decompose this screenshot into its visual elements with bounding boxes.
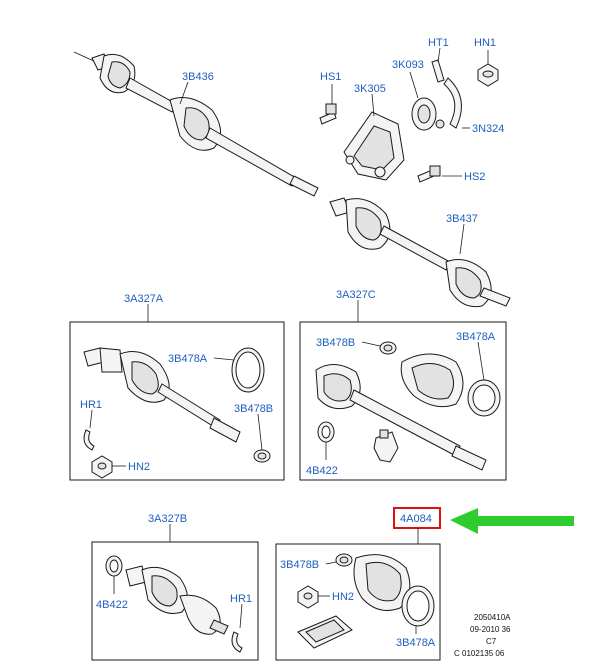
clip-3b478b-a: [253, 449, 271, 463]
boot-3a327c: [400, 353, 464, 408]
label-ht1: HT1: [428, 37, 449, 49]
bolt-hs1: [319, 103, 337, 125]
bearing-3k093: [411, 97, 437, 131]
label-hn2-k: HN2: [332, 591, 354, 603]
bracket-3k305: [343, 111, 405, 181]
label-hs1: HS1: [320, 71, 341, 83]
label-3k305: 3K305: [354, 83, 386, 95]
label-hr1-b: HR1: [230, 593, 252, 605]
footer-line-1: 2050410A: [474, 613, 511, 622]
footer-line-3: C7: [486, 637, 497, 646]
label-3b478b-a: 3B478B: [234, 403, 273, 415]
highlight-box-4a084: [393, 507, 441, 529]
label-3b478b-c: 3B478B: [316, 337, 355, 349]
box-3a327b: [91, 541, 259, 661]
boot-4a084: [353, 554, 411, 611]
label-3b436: 3B436: [182, 71, 214, 83]
nut-hn2-k: [297, 585, 319, 609]
footer-line-4: C 0102135 06: [454, 649, 505, 658]
label-3n324: 3N324: [472, 123, 504, 135]
strap-3n324: [435, 77, 462, 129]
clip-3b478b-k: [335, 553, 353, 567]
label-3b478a-a: 3B478A: [168, 353, 208, 365]
label-3b478a-c: 3B478A: [456, 331, 496, 343]
joint-3a327a: [83, 347, 241, 443]
joint-3a327c: [315, 364, 487, 471]
ring-4b422-c: [317, 421, 335, 443]
nut-hn1: [477, 63, 499, 87]
bolt-hs2: [417, 165, 441, 183]
clip-3b478b-c: [379, 341, 397, 355]
halfshaft-3b437: [329, 197, 511, 308]
label-4b422-c: 4B422: [306, 465, 338, 477]
nut-hn2-a: [91, 455, 113, 479]
label-hr1-a: HR1: [80, 399, 102, 411]
label-hn1-top: HN1: [474, 37, 496, 49]
label-3a327a: 3A327A: [124, 293, 164, 305]
label-4a084: 4A084: [400, 513, 432, 525]
label-4b422-b: 4B422: [96, 599, 128, 611]
box-3a327c: [299, 321, 507, 481]
label-3b478a-k: 3B478A: [396, 637, 436, 649]
label-3a327b: 3A327B: [148, 513, 187, 525]
grease-nipple-c: [373, 429, 399, 463]
clip-3b478a-k: [401, 585, 435, 627]
footer-line-2: 09-2010 36: [470, 625, 511, 634]
label-3a327c: 3A327C: [336, 289, 376, 301]
ring-4b422-b: [105, 555, 123, 577]
ring-hr1-a: [83, 429, 95, 451]
clip-3b478a-a: [231, 347, 265, 393]
stud-ht1: [431, 59, 445, 83]
box-3a327a: [69, 321, 285, 481]
label-hn2-a: HN2: [128, 461, 150, 473]
box-4a084: [275, 543, 441, 661]
pointer-arrow: [450, 508, 574, 534]
grease-sachet-k: [297, 615, 353, 649]
clip-3b478a-c: [467, 379, 501, 417]
halfshaft-3b436: [73, 51, 319, 197]
joint-3a327b: [125, 565, 229, 635]
label-3b437: 3B437: [446, 213, 478, 225]
label-hs2: HS2: [464, 171, 485, 183]
label-3k093: 3K093: [392, 59, 424, 71]
label-3b478b-k: 3B478B: [280, 559, 319, 571]
ring-hr1-b: [231, 631, 243, 653]
